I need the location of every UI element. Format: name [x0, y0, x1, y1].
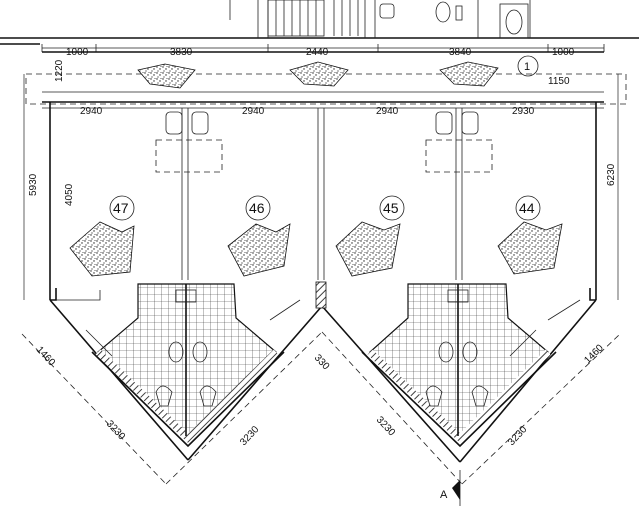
window-bays — [56, 281, 581, 357]
upper-building-outline — [0, 0, 639, 45]
toilet-fixtures-top-icon — [379, 1, 529, 39]
room-45-label: 45 — [383, 200, 399, 216]
balcony-planters — [137, 61, 499, 89]
stair-icon — [267, 0, 359, 37]
dim-door-2940-c: 2940 — [376, 106, 399, 117]
desk-units — [155, 111, 493, 173]
dim-diag-3230-a: 3230 — [104, 419, 128, 443]
dim-door-2930: 2930 — [512, 106, 535, 117]
room-46-label: 46 — [249, 200, 265, 216]
room-44-label: 44 — [519, 200, 535, 216]
room-46-marker: 46 — [245, 195, 271, 221]
dim-diag-330: 330 — [312, 353, 332, 373]
bathroom-block-right — [361, 283, 557, 448]
dim-diag-1460-right: 1460 — [582, 342, 606, 366]
dim-left-4050: 4050 — [64, 183, 75, 206]
dim-diag-3230-d: 3230 — [506, 424, 530, 448]
dim-diag-3230-c: 3230 — [374, 415, 398, 439]
dim-left-5930: 5930 — [28, 173, 39, 196]
room-walls — [49, 102, 597, 300]
room-45-marker: 45 — [379, 195, 405, 221]
room-47-marker: 47 — [109, 195, 135, 221]
top-dimension-chain: 1000 3830 2440 3840 1000 — [41, 44, 605, 58]
section-marker-a: A — [440, 470, 461, 506]
room-44-marker: 44 — [515, 195, 541, 221]
room-floor-finish-patches — [69, 221, 563, 277]
section-marker-a-label: A — [440, 489, 448, 501]
bathroom-block-left — [91, 283, 285, 448]
dim-diag-3230-b: 3230 — [238, 424, 262, 448]
grid-marker-1: 1 — [517, 55, 539, 77]
grid-marker-1-label: 1 — [524, 61, 530, 73]
dim-left-1220: 1220 — [54, 59, 65, 82]
dim-diag-1460-left: 1460 — [34, 345, 58, 369]
room-47-label: 47 — [113, 200, 129, 216]
dim-right-6230: 6230 — [606, 163, 617, 186]
dim-door-2940-b: 2940 — [242, 106, 265, 117]
dim-right-1150: 1150 — [548, 76, 570, 87]
sloped-facade-outline — [21, 288, 621, 485]
dim-door-2940-a: 2940 — [80, 106, 103, 117]
door-width-dimensions: 2940 2940 2940 2930 — [80, 106, 535, 117]
